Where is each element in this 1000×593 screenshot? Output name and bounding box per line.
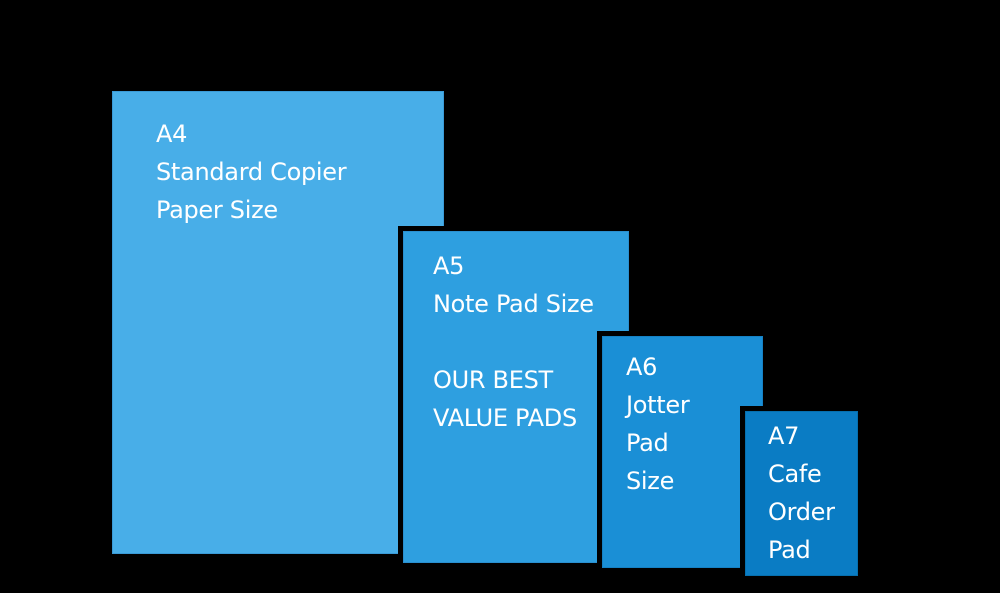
sheet-a7-desc-line1: Cafe	[768, 460, 822, 488]
sheet-a6-desc-line1: Jotter	[626, 391, 690, 419]
sheet-a6-desc-line2: Pad	[626, 429, 669, 457]
sheet-a6: A6 Jotter Pad Size	[602, 336, 763, 568]
sheet-a4-label: A4 Standard Copier Paper Size	[156, 115, 347, 229]
sheet-a6-size: A6	[626, 353, 658, 381]
sheet-a4: A4 Standard Copier Paper Size	[112, 91, 444, 554]
sheet-a6-desc-line3: Size	[626, 467, 675, 495]
sheet-a5-promo-line2: VALUE PADS	[433, 404, 577, 432]
sheet-a7-desc-line3: Pad	[768, 536, 811, 564]
sheet-a5-label: A5 Note Pad Size OUR BEST VALUE PADS	[433, 247, 594, 437]
sheet-a7-size: A7	[768, 422, 800, 450]
spacer	[433, 323, 594, 361]
sheet-a4-size: A4	[156, 120, 188, 148]
sheet-a6-label: A6 Jotter Pad Size	[626, 348, 690, 500]
sheet-a4-desc-line2: Paper Size	[156, 196, 278, 224]
sheet-a5: A5 Note Pad Size OUR BEST VALUE PADS	[403, 231, 629, 563]
sheet-a7: A7 Cafe Order Pad	[745, 411, 858, 576]
sheet-a5-size: A5	[433, 252, 465, 280]
sheet-a5-promo-line1: OUR BEST	[433, 366, 553, 394]
sheet-a7-desc-line2: Order	[768, 498, 835, 526]
sheet-a4-desc-line1: Standard Copier	[156, 158, 347, 186]
sheet-a7-label: A7 Cafe Order Pad	[768, 417, 835, 569]
sheet-a5-desc: Note Pad Size	[433, 290, 594, 318]
